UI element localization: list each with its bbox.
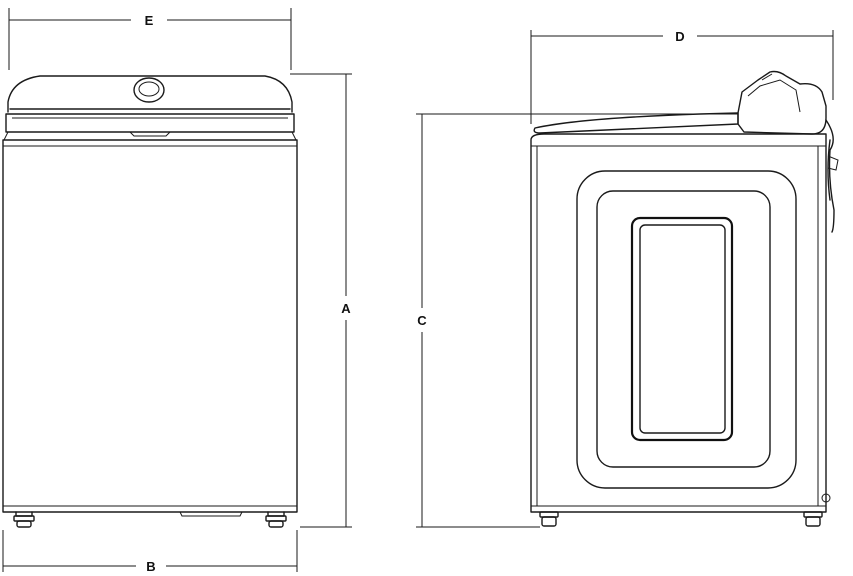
side-front-foot <box>539 511 559 527</box>
dimension-label-a: A <box>341 301 351 316</box>
control-knob-icon <box>133 77 165 103</box>
dimension-a: A <box>290 73 352 528</box>
dimension-label-b: B <box>146 559 155 574</box>
front-left-foot <box>13 511 35 528</box>
dimension-label-e: E <box>145 13 154 28</box>
dimension-label-d: D <box>675 29 684 44</box>
dimension-c: C <box>416 113 738 528</box>
front-right-foot <box>265 511 287 528</box>
dimension-b: B <box>2 530 298 574</box>
dimension-e: E <box>8 8 292 70</box>
dimension-d: D <box>530 29 834 124</box>
dimension-label-c: C <box>417 313 427 328</box>
side-rear-foot <box>803 493 831 527</box>
side-view <box>530 70 839 527</box>
front-view <box>2 75 298 528</box>
